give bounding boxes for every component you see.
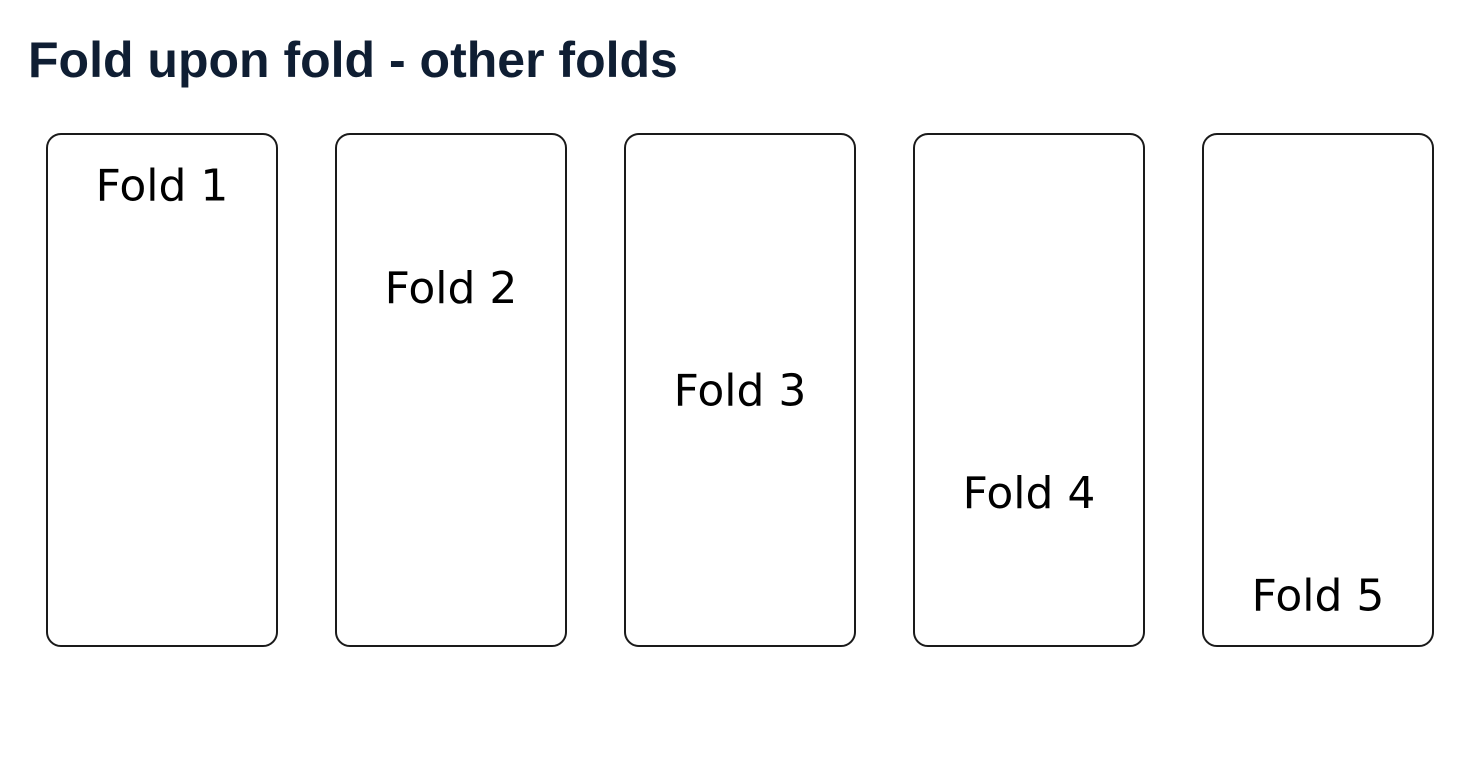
fold-card-2: Fold 2 [335, 133, 567, 647]
fold-card-border [913, 133, 1145, 647]
fold-card-3: Fold 3 [624, 133, 856, 647]
folds-group: Fold 1 Fold 2 Fold 3 Fold 4 Fold 5 [46, 133, 1434, 647]
fold-label: Fold 3 [674, 366, 807, 417]
fold-card-border [1202, 133, 1434, 647]
fold-card-5: Fold 5 [1202, 133, 1434, 647]
fold-label: Fold 5 [1252, 570, 1385, 621]
fold-card-1: Fold 1 [46, 133, 278, 647]
fold-label: Fold 4 [963, 468, 1096, 519]
fold-card-border [46, 133, 278, 647]
fold-card-border [624, 133, 856, 647]
fold-label: Fold 1 [96, 161, 229, 212]
fold-card-border [335, 133, 567, 647]
fold-card-4: Fold 4 [913, 133, 1145, 647]
fold-label: Fold 2 [385, 263, 518, 314]
page-title: Fold upon fold - other folds [28, 32, 678, 88]
